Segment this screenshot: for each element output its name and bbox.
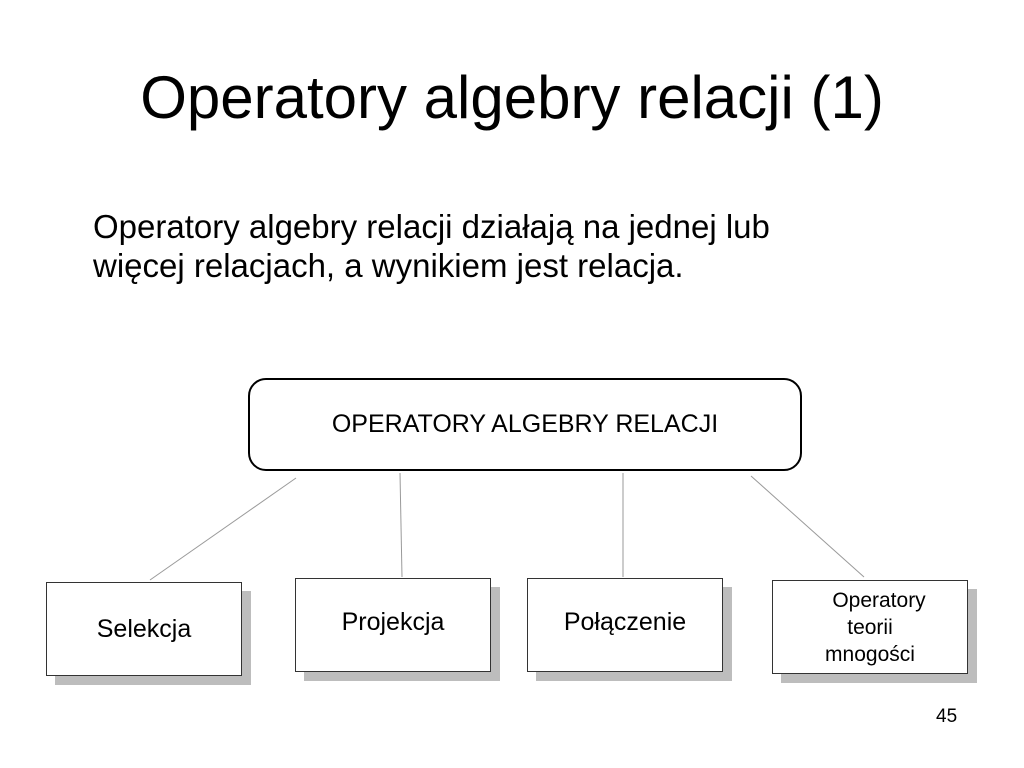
child-node-label: Połączenie bbox=[563, 607, 687, 636]
child-node-label-line-2: teorii bbox=[847, 615, 893, 639]
child-node-selekcja: Selekcja bbox=[46, 582, 242, 676]
root-node-label: OPERATORY ALGEBRY RELACJI bbox=[331, 410, 719, 438]
body-line-2: więcej relacjach, a wynikiem jest relacj… bbox=[93, 247, 684, 284]
body-paragraph: Operatory algebry relacji działają na je… bbox=[93, 207, 953, 285]
connector-projekcja bbox=[399, 472, 403, 578]
root-node-box: OPERATORY ALGEBRY RELACJI bbox=[248, 378, 802, 471]
child-node-teoria-mnogosci: Operatory teorii mnogości bbox=[772, 580, 968, 674]
body-line-1: Operatory algebry relacji działają na je… bbox=[93, 208, 770, 245]
child-node-label: Projekcja bbox=[341, 607, 445, 636]
page-number: 45 bbox=[936, 706, 958, 727]
connector-selekcja bbox=[149, 477, 297, 581]
child-node-label-line-3: mnogości bbox=[825, 642, 915, 666]
child-node-polaczenie: Połączenie bbox=[527, 578, 723, 672]
child-node-label-line-1: Operatory bbox=[832, 588, 926, 612]
child-node-label: Selekcja bbox=[96, 614, 192, 643]
connector-teoria-mnogosci bbox=[750, 475, 865, 578]
slide-title: Operatory algebry relacji (1) bbox=[140, 64, 884, 131]
child-node-projekcja: Projekcja bbox=[295, 578, 491, 672]
